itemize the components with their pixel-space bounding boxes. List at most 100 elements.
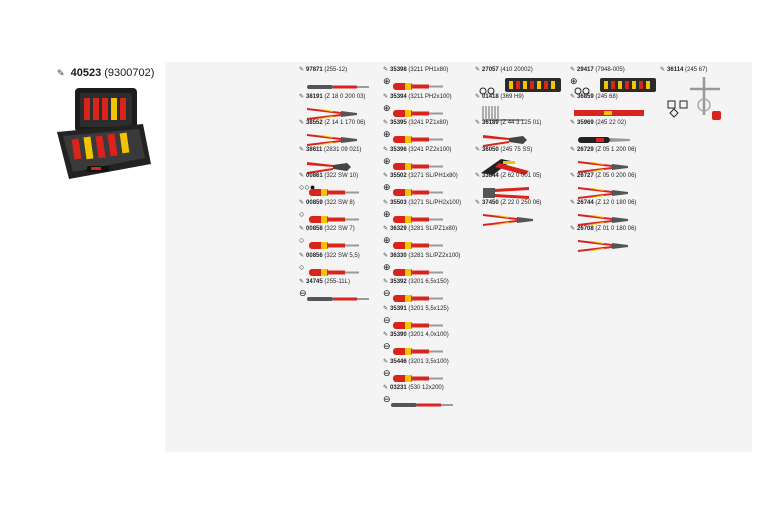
screwdriver-image — [393, 109, 443, 117]
tool-spec: (3271 SL/PH1x80) — [406, 173, 458, 179]
tester-image — [307, 297, 369, 301]
tool-label: ✎38552 (Z 14 1 170 06) — [299, 119, 365, 127]
tool-tag-icon: ✎ — [299, 279, 305, 285]
tool-tag-icon: ✎ — [383, 93, 389, 100]
tool-label: ✎37450 (Z 22 0 250 06) — [475, 199, 541, 207]
tool-label: ✎35391 (3201 5,5x125) — [383, 305, 449, 313]
tool-item: ✎00859 (322 SW 8)○ — [299, 199, 387, 233]
screwdriver-image — [309, 215, 359, 223]
tool-item: ✎26729 (Z 05 1 200 06) — [570, 146, 658, 180]
screwdriver-image — [393, 374, 443, 382]
tip-type-icon: ○ — [299, 208, 305, 219]
pliers-image — [307, 134, 357, 146]
key-image — [667, 77, 721, 120]
tool-tag-icon: ✎ — [299, 93, 305, 100]
tool-spec: (322 SW 7) — [322, 226, 355, 232]
product-code: 40523 — [70, 67, 102, 79]
tool-label: ✎29417 (7948-005) — [570, 66, 625, 74]
tool-tag-icon: ✎ — [383, 385, 389, 391]
tool-label: ✎36859 (245 68) — [570, 93, 618, 101]
tool-part-number: 35446 — [390, 358, 407, 365]
tool-part-number: 36859 — [577, 93, 594, 100]
tool-item: ✎34745 (255-11L)⊖ — [299, 278, 387, 312]
tool-part-number: 35969 — [577, 120, 594, 126]
tool-label: ✎36114 (245 67) — [660, 66, 707, 74]
tool-item: ✎35396 (3241 PZ2x100)⊕ — [383, 146, 471, 180]
tool-spec: (410 20002) — [498, 67, 533, 73]
tool-label: ✎00856 (322 SW 5,5) — [299, 252, 360, 260]
tool-label: ✎38191 (Z 18 0 200 03) — [299, 93, 365, 101]
tool-item: ✎36329 (3281 SL/PZ1x80) ⊕ — [383, 225, 471, 259]
tool-spec: (Z 01 0 180 06) — [593, 226, 637, 232]
tool-item: ✎26727 (Z 05 0 200 06) — [570, 172, 658, 206]
tip-type-icon: ○ — [299, 235, 305, 245]
tool-label: ✎34745 (255-11L) — [299, 278, 350, 286]
tool-spec: (3201 4,0x100) — [406, 332, 449, 338]
tip-type-icon: ⊕ — [383, 182, 391, 192]
crimper-image — [483, 187, 529, 199]
tool-part-number: 00856 — [306, 252, 323, 259]
case-lid — [75, 88, 137, 132]
tool-spec: (3241 PZ1x80) — [406, 120, 449, 126]
tool-tag-icon: ✎ — [299, 173, 305, 179]
level-image — [574, 109, 644, 116]
tool-tag-icon: ✎ — [570, 146, 576, 153]
tool-item: ✎00856 (322 SW 5,5)○ — [299, 252, 387, 286]
tool-tag-icon: ✎ — [383, 173, 389, 179]
tool-part-number: 38611 — [306, 146, 323, 153]
tool-part-number: 36050 — [482, 146, 499, 153]
tool-tag-icon: ✎ — [475, 67, 481, 73]
tool-label: ✎36189 (Z 44 3 125 01) — [475, 119, 541, 127]
tool-spec: (3281 SL/PZ2x100) — [406, 252, 461, 259]
tool-item: ✎00858 (322 SW 7) ○ — [299, 225, 387, 259]
tool-label: ✎35390 (3201 4,0x100) — [383, 331, 449, 339]
tool-item: ✎35394 (3211 PH2x100)⊕ — [383, 93, 471, 127]
screwdriver-image — [393, 295, 443, 302]
tool-label: ✎38611 (2831 09 021) — [299, 146, 361, 154]
tool-spec: (322 SW 10) — [322, 173, 359, 179]
tool-part-number: 26744 — [577, 199, 594, 206]
tool-label: ✎35392 (3201 6,5x150) — [383, 278, 449, 286]
tool-item: ✎27057 (410 20002) — [475, 66, 563, 100]
tool-item: ✎35392 (3201 6,5x150)⊖ — [383, 278, 471, 312]
tip-type-icon: ○ — [299, 261, 305, 272]
tool-tag-icon: ✎ — [570, 173, 576, 179]
set-tag-icon: ✎ — [57, 68, 65, 78]
case-base — [57, 124, 151, 179]
tool-item: ✎38611 (2831 09 021) — [299, 146, 387, 180]
bitset-image — [479, 78, 561, 95]
tool-label: ✎00859 (322 SW 8) — [299, 199, 355, 207]
tool-part-number: 36189 — [482, 120, 499, 126]
tool-part-number: 36114 — [667, 67, 684, 73]
tool-item: ✎35398 (3211 PH1x80)⊕ — [383, 66, 471, 100]
pliers-image — [483, 213, 533, 226]
tool-part-number: 29417 — [577, 67, 594, 73]
tool-item: ✎29417 (7948-005)⊕ — [570, 66, 658, 100]
pliers-image — [578, 213, 628, 226]
bitset-image — [574, 78, 656, 95]
tool-tag-icon: ✎ — [299, 146, 305, 153]
tool-spec: (Z 44 3 125 01) — [498, 120, 542, 126]
tool-label: ✎36329 (3281 SL/PZ1x80) — [383, 225, 457, 233]
tool-item: ✎36189 (Z 44 3 125 01) — [475, 119, 563, 153]
tool-tag-icon: ✎ — [475, 120, 481, 126]
tool-label: ✎00858 (322 SW 7) — [299, 225, 355, 233]
tool-tag-icon: ✎ — [383, 305, 389, 312]
tip-type-icon: ○○● — [299, 182, 316, 192]
tool-item: ✎37450 (Z 22 0 250 06) — [475, 199, 563, 233]
tool-part-number: 01418 — [482, 93, 499, 100]
tool-item: ✎26708 (Z 01 0 180 06) — [570, 225, 658, 259]
tool-item: ✎35502 (3271 SL/PH1x80)⊕ — [383, 172, 471, 206]
tool-item: ✎36050 (245 75 SS) — [475, 146, 563, 180]
tool-tag-icon: ✎ — [570, 226, 576, 232]
tip-type-icon: ⊕ — [383, 235, 391, 245]
tool-spec: (3241 PZ2x100) — [406, 146, 452, 153]
tool-label: ✎35503 (3271 SL/PH2x100) — [383, 199, 461, 207]
tool-spec: (Z 18 0 200 03) — [322, 93, 366, 100]
tool-label: ✎26744 (Z 12 0 180 06) — [570, 199, 636, 207]
pliers-image — [578, 160, 628, 173]
tool-part-number: 35396 — [390, 146, 407, 153]
tool-label: ✎35396 (3241 PZ2x100) — [383, 146, 451, 154]
tool-item: ✎36114 (245 67) — [660, 66, 748, 120]
tool-part-number: 26708 — [577, 226, 594, 232]
